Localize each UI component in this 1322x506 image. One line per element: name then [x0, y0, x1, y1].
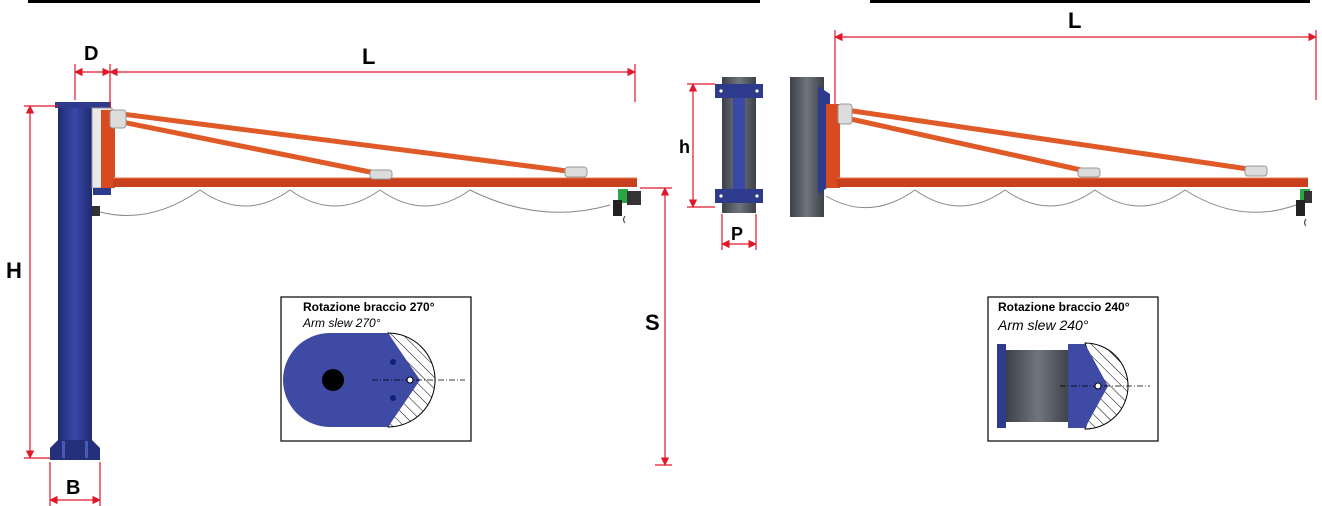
main-arm-right [837, 178, 1308, 187]
bracket-top-flange [715, 84, 763, 98]
middle-dimensions [687, 83, 757, 250]
tie-rod-lower [121, 119, 381, 177]
inset-240-subtitle: Arm slew 240° [997, 317, 1089, 333]
bracket-bottom-flange [715, 189, 763, 203]
tie-rod-upper [121, 111, 576, 175]
festoon-cable-right [825, 189, 1297, 213]
dim-label-d: D [84, 43, 98, 65]
dim-label-b: B [66, 477, 80, 499]
hoist-green [618, 189, 628, 203]
column-footprint [283, 333, 420, 427]
arm-vertical [101, 110, 115, 188]
control-box-small [92, 206, 100, 216]
dim-label-h-lower: h [679, 137, 690, 157]
base-ribs [62, 441, 65, 458]
tie-rod-lower-right [845, 115, 1091, 175]
top-border-right [870, 0, 1310, 3]
inset-240-title: Rotazione braccio 240° [998, 300, 1130, 314]
wall-plate-top [997, 344, 1006, 428]
top-border-left [28, 0, 760, 3]
column-crane [50, 102, 641, 460]
right-dimensions [834, 30, 1317, 104]
inset-270-title: Rotazione braccio 270° [303, 300, 435, 314]
dim-label-p: P [731, 224, 743, 244]
column [58, 106, 92, 444]
main-arm [113, 178, 637, 187]
column-bore [322, 369, 344, 391]
inset-240: Rotazione braccio 240° Arm slew 240° [987, 296, 1159, 442]
festoon-cable [99, 189, 611, 217]
inset-270-subtitle: Arm slew 270° [302, 316, 381, 330]
inset-270: Rotazione braccio 270° Arm slew 270° [280, 296, 472, 442]
bracket-web [733, 96, 745, 192]
left-dimensions [24, 64, 672, 506]
tie-rod-upper-right [845, 107, 1256, 173]
wall-bracket-side-view [715, 77, 763, 213]
hoist-body [627, 191, 641, 205]
dim-label-s: S [645, 310, 660, 335]
column-base [50, 440, 100, 460]
wall-crane [790, 77, 1312, 227]
dim-label-h-upper: H [6, 258, 22, 283]
dim-label-l-right: L [1068, 8, 1081, 33]
column-top-plate [55, 102, 111, 108]
dim-label-l-left: L [362, 44, 375, 69]
